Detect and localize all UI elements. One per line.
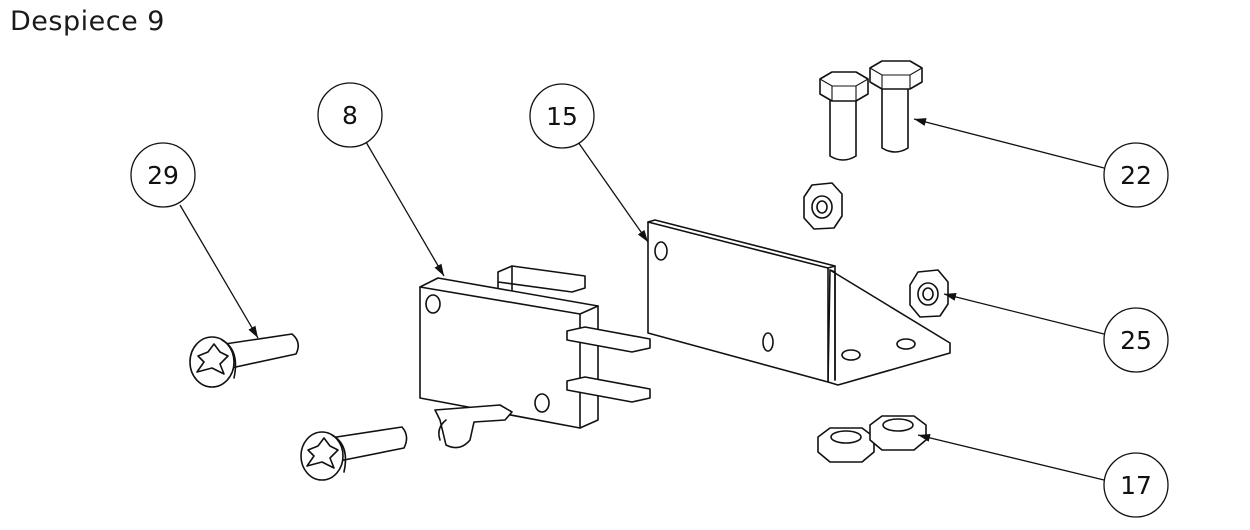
balloon-label: 8 [342,101,358,130]
balloon-17: 17 [1103,452,1169,518]
leader-line-22 [913,118,1105,169]
l-bracket-part [647,219,951,386]
phillips-screw-part [189,333,408,481]
balloon-22: 22 [1103,142,1169,208]
drawing-title: Despiece 9 [10,6,165,37]
leader-line-29 [179,204,259,339]
leader-line-25 [943,293,1105,335]
hex-nut-part [803,182,949,318]
micro-switch-part [419,265,651,449]
flat-hex-nut-part [817,415,927,463]
hex-bolt-part [819,60,923,161]
balloon-29: 29 [130,142,196,208]
balloon-8: 8 [317,82,383,148]
balloon-25: 25 [1103,307,1169,373]
balloon-label: 17 [1120,471,1152,500]
leader-line-8 [365,141,445,277]
balloon-label: 25 [1120,326,1152,355]
leader-line-17 [917,433,1105,481]
leader-line-15 [577,141,649,243]
balloon-15: 15 [529,83,595,149]
balloon-label: 15 [546,102,578,131]
balloon-label: 22 [1120,161,1152,190]
balloon-label: 29 [147,161,179,190]
